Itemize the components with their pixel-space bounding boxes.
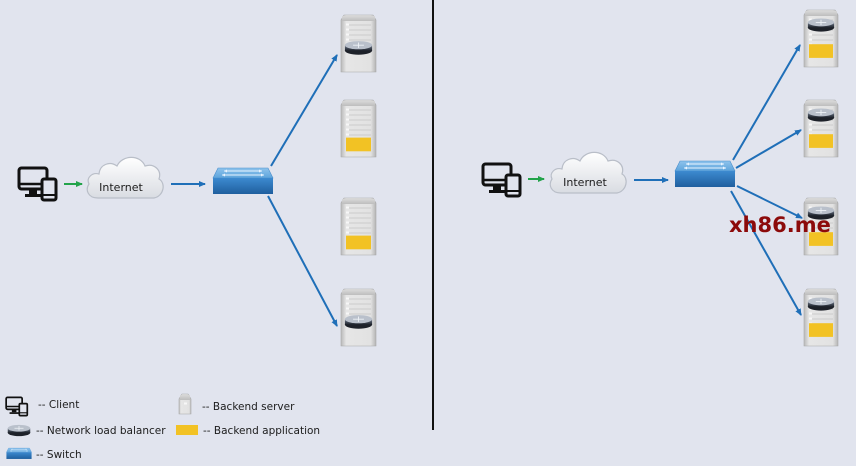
watermark: xh86.me	[729, 213, 831, 237]
server-slot-led	[346, 33, 349, 36]
server-slot-led	[346, 28, 349, 31]
backend-application-icon	[809, 323, 833, 337]
network-load-balancer-icon	[807, 108, 835, 122]
backend-server-icon	[340, 14, 377, 73]
legend-label: -- Client	[38, 399, 79, 411]
server-slot-led	[346, 113, 349, 116]
backend-server-icon	[340, 288, 377, 347]
server-slot-led	[809, 33, 812, 36]
backend-application-icon	[346, 137, 371, 152]
network-load-balancer-icon	[807, 18, 835, 32]
server-slot-led	[346, 302, 349, 305]
server-slot-led	[809, 18, 812, 21]
network-load-balancer-icon	[344, 314, 373, 330]
backend-server-icon	[803, 9, 839, 68]
backend-application-icon	[346, 235, 371, 250]
backend-servers	[803, 9, 839, 347]
legend-label: -- Backend application	[203, 425, 320, 437]
switch-to-server-arrow	[267, 195, 338, 327]
server-top	[342, 101, 375, 106]
legend-item-switch: -- Switch	[6, 447, 82, 461]
network-load-balancer-icon	[7, 424, 31, 437]
server-slot-led	[346, 108, 349, 111]
backend-server-icon	[803, 99, 839, 158]
switch-icon	[6, 447, 32, 460]
server-slot-led	[346, 226, 349, 229]
legend-label: -- Switch	[36, 449, 82, 461]
server-slot-led	[346, 38, 349, 41]
server-slot-led	[346, 297, 349, 300]
legend: -- Client -- Network load balancer -- Sw…	[5, 393, 320, 461]
internet-cloud: Internet	[86, 156, 164, 199]
backend-server-icon	[340, 197, 377, 256]
legend-item-backend-server: -- Backend server	[178, 393, 295, 415]
internet-label: Internet	[99, 181, 143, 194]
switch-icon	[212, 167, 274, 195]
server-slot-led	[346, 133, 349, 136]
server-slot-led	[809, 297, 812, 300]
server-slot-led	[809, 317, 812, 320]
server-slot-led	[809, 312, 812, 315]
server-slot-led	[346, 23, 349, 26]
network-load-balancer-icon	[344, 40, 373, 56]
server-slot-led	[346, 211, 349, 214]
backend-application-icon	[809, 134, 833, 148]
server-top	[805, 11, 837, 16]
server-slot-led	[346, 307, 349, 310]
server-top	[805, 290, 837, 295]
server-top	[805, 101, 837, 106]
server-slot-led	[346, 312, 349, 315]
switch-to-server-arrow	[735, 129, 802, 169]
server-slot-led	[346, 123, 349, 126]
backend-server-icon	[178, 393, 192, 415]
server-slot-led	[184, 402, 187, 405]
server-slot-led	[346, 206, 349, 209]
switch-to-server-arrow	[270, 54, 338, 167]
server-slot-led	[809, 38, 812, 41]
legend-item-client: -- Client	[5, 396, 79, 417]
backend-application-icon	[176, 425, 198, 435]
legend-item-network-load-balancer: -- Network load balancer	[7, 424, 166, 437]
server-slot-led	[809, 123, 812, 126]
server-slot-led	[809, 108, 812, 111]
client-icon	[17, 166, 58, 202]
backend-application-icon	[809, 232, 833, 246]
server-top	[342, 290, 375, 295]
internet-cloud: Internet	[549, 151, 627, 194]
backend-application-icon	[809, 44, 833, 58]
server-slot-led	[809, 128, 812, 131]
server-slot-led	[809, 206, 812, 209]
client-icon	[481, 162, 522, 198]
server-top	[805, 199, 837, 204]
backend-server-icon	[340, 99, 377, 158]
server-slot-led	[346, 216, 349, 219]
server-slot-led	[346, 231, 349, 234]
legend-item-backend-application: -- Backend application	[176, 425, 320, 437]
legend-label: -- Network load balancer	[36, 425, 166, 437]
server-slot-led	[809, 226, 812, 229]
switch-to-server-arrow	[730, 190, 802, 316]
client-icon	[5, 396, 29, 417]
server-top	[342, 16, 375, 21]
legend-label: -- Backend server	[202, 401, 295, 413]
server-top	[180, 395, 190, 400]
server-slot-led	[346, 128, 349, 131]
server-slot-led	[346, 221, 349, 224]
server-top	[342, 199, 375, 204]
network-load-balancer-icon	[807, 297, 835, 311]
left-panel: Internet	[17, 14, 377, 347]
backend-server-icon	[803, 197, 839, 256]
server-slot-led	[809, 221, 812, 224]
internet-label: Internet	[563, 176, 607, 189]
backend-servers	[340, 14, 377, 347]
switch-to-server-arrow	[732, 44, 801, 161]
right-panel: Internet	[481, 9, 839, 347]
switch-to-server-arrow	[736, 185, 803, 219]
server-slot-led	[346, 118, 349, 121]
switch-icon	[674, 160, 736, 188]
backend-server-icon	[803, 288, 839, 347]
